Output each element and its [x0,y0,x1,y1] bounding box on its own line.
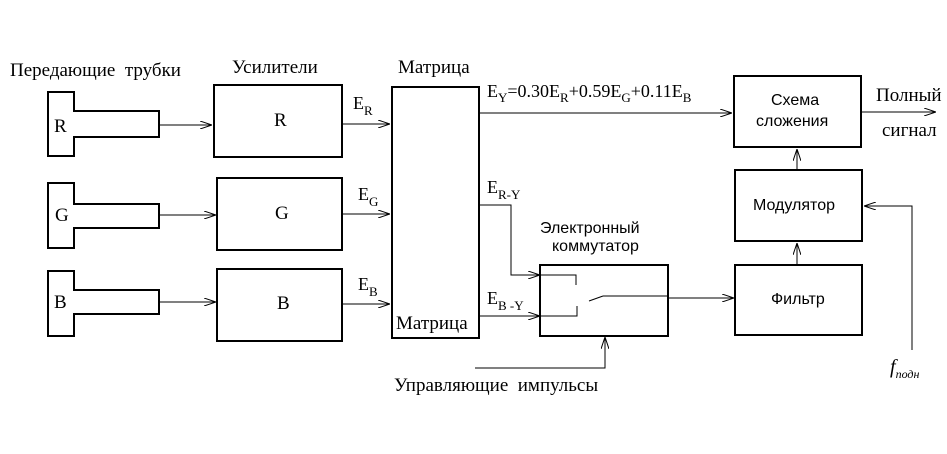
matrix-block-label: Матрица [396,313,468,334]
filter-label: Фильтр [771,291,825,308]
subcarrier-label: fподн [890,356,919,381]
label-eg: EG [358,184,378,209]
amplifier-r-label: R [274,110,287,131]
tube-r-label: R [54,116,67,137]
amplifier-b-label: B [277,293,290,314]
output-label-2: сигнал [882,120,937,141]
tubes-heading: Передающие трубки [10,60,181,81]
label-eby: EB -Y [487,288,524,313]
arrow-subcarrier-to-modulator [864,206,913,350]
amplifier-b [216,268,343,342]
matrix-block [391,86,480,339]
line-ery-to-commutator [479,204,540,275]
label-ey-equation: EY=0.30ER+0.59EG+0.11EB [487,81,692,105]
adder-block [733,75,862,148]
filter-block [734,264,863,336]
output-label-1: Полный [876,85,942,106]
adder-label-1: Схема [771,92,819,109]
label-er: ER [353,93,373,118]
commutator-label-2: коммутатор [552,238,639,255]
adder-label-2: сложения [756,113,828,130]
electronic-commutator [539,264,669,337]
tube-r: R [47,91,160,157]
modulator-label: Модулятор [753,197,835,214]
tube-b: B [47,270,160,337]
arrow-control-pulses [475,337,605,369]
amplifier-g-label: G [275,203,289,224]
amplifiers-heading: Усилители [232,57,318,78]
control-pulses-label: Управляющие импульсы [394,375,598,396]
amplifier-r [213,84,343,158]
tube-g-label: G [55,205,69,226]
modulator-block [734,169,863,242]
label-ery: ER-Y [487,177,521,202]
tube-g: G [47,182,160,249]
commutator-label-1: Электронный [540,220,640,237]
matrix-heading: Матрица [398,57,470,78]
commutator-switch-symbol [541,274,668,317]
label-eb: EB [358,274,378,299]
tube-b-label: B [54,292,67,313]
